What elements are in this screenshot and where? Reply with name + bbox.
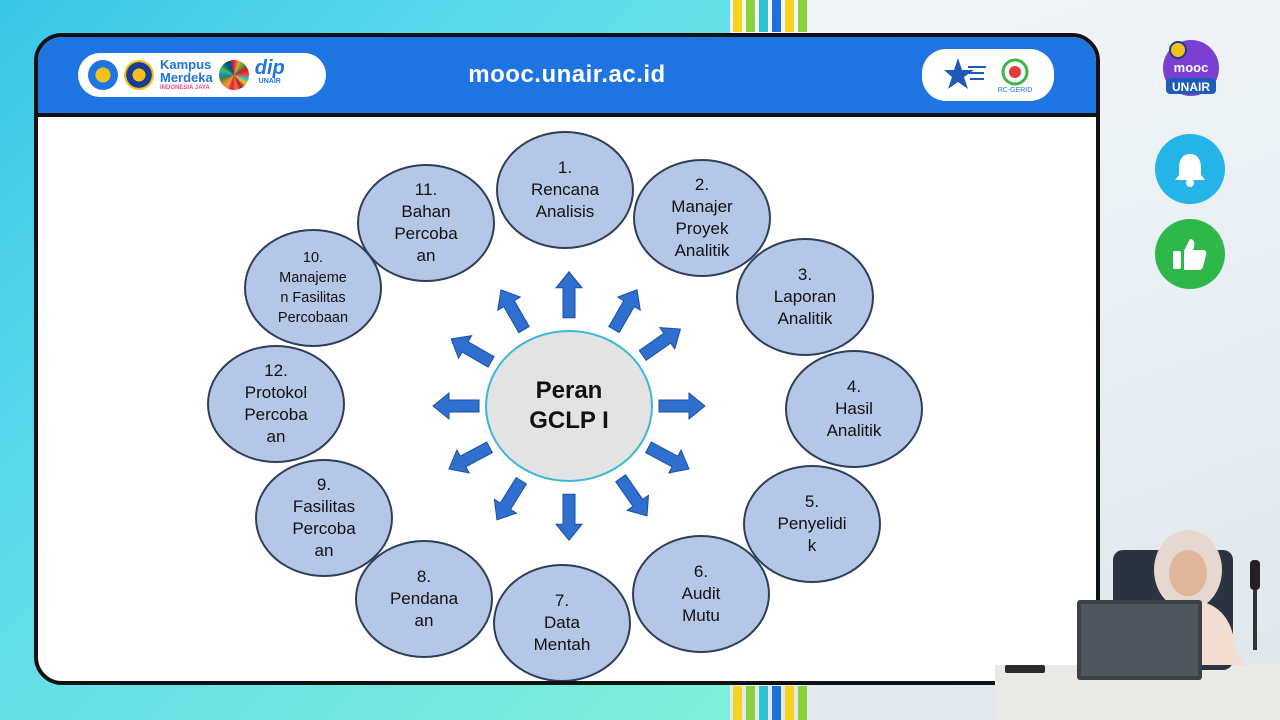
kemdikbud-logo <box>88 60 118 90</box>
unair-logo-text: UNAIR <box>1172 80 1210 94</box>
node-11: 11. Bahan Percoba an <box>357 164 495 282</box>
node-7: 7. Data Mentah <box>493 564 631 681</box>
arrow-3 <box>638 326 682 362</box>
mooc-unair-logo: mooc UNAIR <box>1163 40 1219 96</box>
notification-button[interactable] <box>1155 134 1225 204</box>
arrow-1 <box>554 271 584 319</box>
arrow-10 <box>432 391 480 421</box>
mooc-logo-text: mooc <box>1174 60 1209 75</box>
bell-icon <box>1175 154 1205 187</box>
arrow-2 <box>608 289 641 334</box>
unair-seal-logo <box>124 60 154 90</box>
decor-stripes-bottom <box>733 686 811 720</box>
arrow-8 <box>493 476 528 521</box>
arrow-9 <box>448 441 494 474</box>
rc-gerid-label: RC-GERID <box>997 86 1033 94</box>
kampus-merdeka-logo: Kampus Merdeka INDONESIA JAYA <box>160 58 213 92</box>
arrow-4 <box>658 391 706 421</box>
node-5: 5. Penyelidi k <box>743 465 881 583</box>
center-node: Peran GCLP I <box>485 330 653 482</box>
arrow-11 <box>450 334 495 368</box>
presenter-video <box>995 530 1280 720</box>
node-10: 10. Manajeme n Fasilitas Percobaan <box>244 229 382 347</box>
partner-logos-left: Kampus Merdeka INDONESIA JAYA dip UNAIR <box>78 53 326 97</box>
node-9: 9. Fasilitas Percoba an <box>255 459 393 577</box>
arrow-12 <box>497 289 530 334</box>
arrow-layer <box>432 271 706 541</box>
node-12: 12. Protokol Percoba an <box>207 345 345 463</box>
slide-frame: mooc.unair.ac.id Kampus Merdeka INDONESI… <box>34 33 1100 685</box>
arrow-7 <box>554 493 584 541</box>
decor-stripes-top <box>733 0 811 32</box>
gclp-role-diagram: Peran GCLP I 1. Rencana Analisis 2. Mana… <box>38 117 1096 681</box>
kampus-merdeka-line2: Merdeka <box>160 70 213 85</box>
node-4: 4. Hasil Analitik <box>785 350 923 468</box>
slide-header: mooc.unair.ac.id Kampus Merdeka INDONESI… <box>38 37 1096 117</box>
like-button[interactable] <box>1155 219 1225 289</box>
kampus-merdeka-sub: INDONESIA JAYA <box>160 85 210 91</box>
rc-gerid-logo <box>1001 58 1029 85</box>
node-6: 6. Audit Mutu <box>632 535 770 653</box>
partner-logos-right: RC-GERID <box>922 49 1054 101</box>
arrow-6 <box>615 474 650 517</box>
node-8: 8. Pendana an <box>355 540 493 658</box>
arrow-5 <box>644 441 690 474</box>
sdg-wheel-logo <box>218 60 249 90</box>
dip-logo-sub: UNAIR <box>258 78 281 85</box>
kampus-merdeka-line1: Kampus <box>160 57 212 72</box>
node-2: 2. Manajer Proyek Analitik <box>633 159 771 277</box>
star-logo <box>943 58 986 89</box>
node-3: 3. Laporan Analitik <box>736 238 874 356</box>
site-url: mooc.unair.ac.id <box>468 61 666 88</box>
thumbs-up-icon <box>1173 239 1207 270</box>
dip-logo: dip <box>254 57 285 79</box>
node-1: 1. Rencana Analisis <box>496 131 634 249</box>
